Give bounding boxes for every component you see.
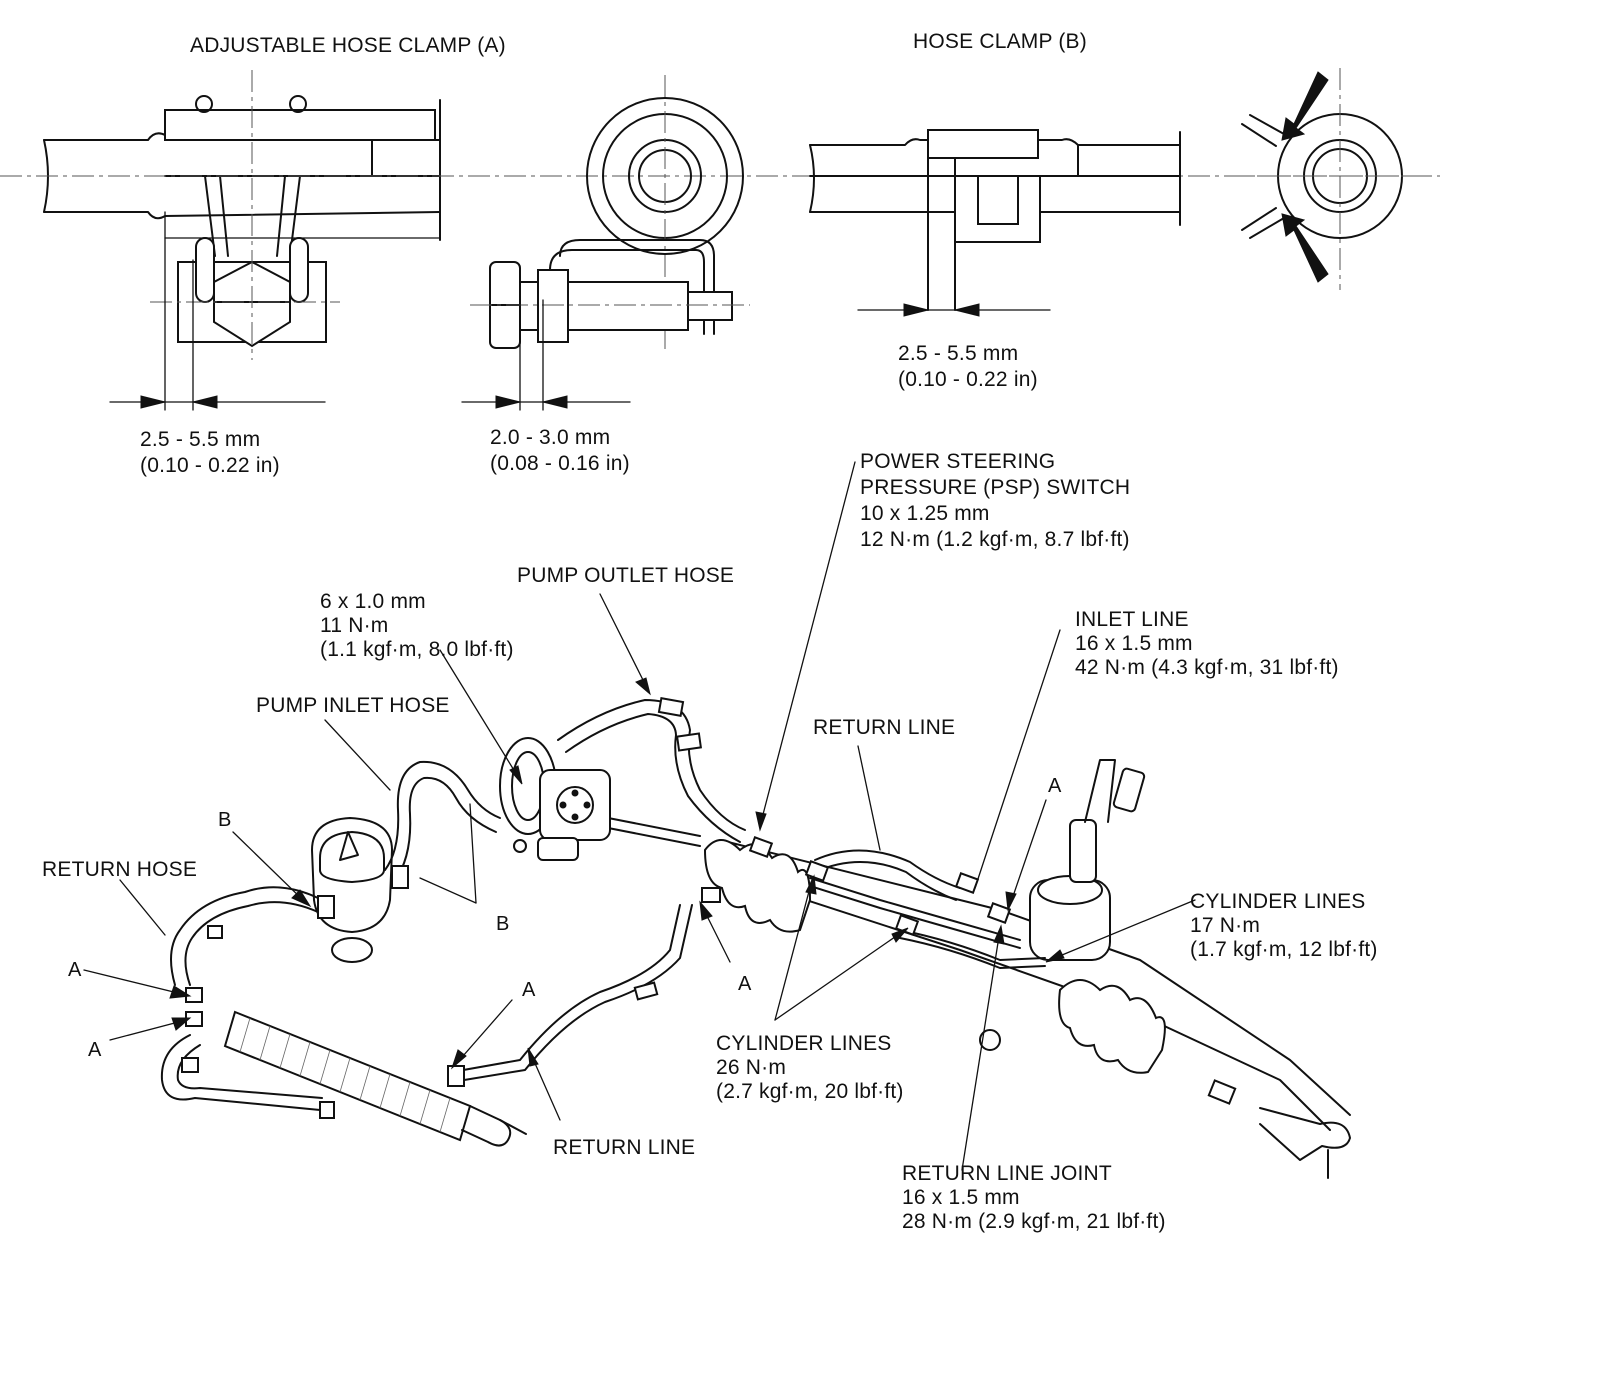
detail-hose-clamp-b: HOSE CLAMP (B) 2.5 - 5.5 mm (0.10 - 0.22… [809, 30, 1440, 391]
callout-a-rack: A [738, 973, 752, 995]
inlet-line-line1: INLET LINE [1075, 608, 1189, 631]
pump-bolt-line3: (1.1 kgf·m, 8.0 lbf·ft) [320, 638, 514, 661]
clamp-b-side-view [809, 129, 1181, 317]
pump-outlet-hose-label: PUMP OUTLET HOSE [517, 564, 734, 587]
clamp-a-side-view [0, 70, 1430, 411]
detail-a-dim2-mm: 2.0 - 3.0 mm [490, 426, 610, 449]
return-line-top-label: RETURN LINE [813, 716, 955, 739]
callout-a-valve: A [1048, 775, 1062, 797]
callout-a-return-line: A [522, 979, 536, 1001]
callout-a-cooler-lower: A [88, 1039, 102, 1061]
pump-bolt-line2: 11 N·m [320, 614, 389, 637]
power-steering-pump [499, 737, 611, 861]
detail-a-title: ADJUSTABLE HOSE CLAMP (A) [190, 34, 506, 57]
cylinder-lines-center-line3: (2.7 kgf·m, 20 lbf·ft) [716, 1080, 904, 1103]
return-line-bottom-label: RETURN LINE [553, 1136, 695, 1159]
psp-switch-line1: POWER STEERING [860, 450, 1055, 473]
pump-inlet-hose-label: PUMP INLET HOSE [256, 694, 450, 717]
return-line-joint-line2: 16 x 1.5 mm [902, 1186, 1020, 1209]
return-line-joint-line1: RETURN LINE JOINT [902, 1162, 1112, 1185]
callout-a-cooler-upper: A [68, 959, 82, 981]
detail-a-dim2-in: (0.08 - 0.16 in) [490, 452, 630, 475]
detail-adjustable-hose-clamp: ADJUSTABLE HOSE CLAMP (A) [0, 34, 1430, 477]
steering-rack [597, 759, 1351, 1179]
reservoir [310, 816, 394, 963]
cooler-fins [239, 1017, 451, 1133]
hoses [160, 697, 1046, 1119]
detail-b-dim-in: (0.10 - 0.22 in) [898, 368, 1038, 391]
callout-b-reservoir: B [218, 809, 232, 831]
psp-switch-line2: PRESSURE (PSP) SWITCH [860, 476, 1130, 499]
leader-lines [83, 461, 1196, 1171]
detail-a-dim1-in: (0.10 - 0.22 in) [140, 454, 280, 477]
detail-b-dim-mm: 2.5 - 5.5 mm [898, 342, 1018, 365]
callout-b-inlet: B [496, 913, 510, 935]
callout-labels: POWER STEERING PRESSURE (PSP) SWITCH 10 … [42, 450, 1378, 1233]
cylinder-lines-right-line2: 17 N·m [1190, 914, 1260, 937]
clamp-a-end-view [461, 75, 750, 411]
inlet-line-line3: 42 N·m (4.3 kgf·m, 31 lbf·ft) [1075, 656, 1339, 679]
clamp-b-end-view [1230, 68, 1440, 290]
detail-a-dim1-mm: 2.5 - 5.5 mm [140, 428, 260, 451]
cylinder-lines-right-line3: (1.7 kgf·m, 12 lbf·ft) [1190, 938, 1378, 961]
return-hose-label: RETURN HOSE [42, 858, 197, 881]
cylinder-lines-center-line1: CYLINDER LINES [716, 1032, 892, 1055]
pump-bolt-line1: 6 x 1.0 mm [320, 590, 426, 613]
inlet-line-line2: 16 x 1.5 mm [1075, 632, 1193, 655]
return-line-joint-line3: 28 N·m (2.9 kgf·m, 21 lbf·ft) [902, 1210, 1166, 1233]
fluid-cooler [223, 1010, 527, 1147]
cylinder-lines-right-line1: CYLINDER LINES [1190, 890, 1366, 913]
psp-switch-line3: 10 x 1.25 mm [860, 502, 990, 525]
detail-b-title: HOSE CLAMP (B) [913, 30, 1087, 53]
cylinder-lines-center-line2: 26 N·m [716, 1056, 786, 1079]
power-steering-assembly [83, 461, 1351, 1179]
psp-switch-line4: 12 N·m (1.2 kgf·m, 8.7 lbf·ft) [860, 528, 1130, 551]
